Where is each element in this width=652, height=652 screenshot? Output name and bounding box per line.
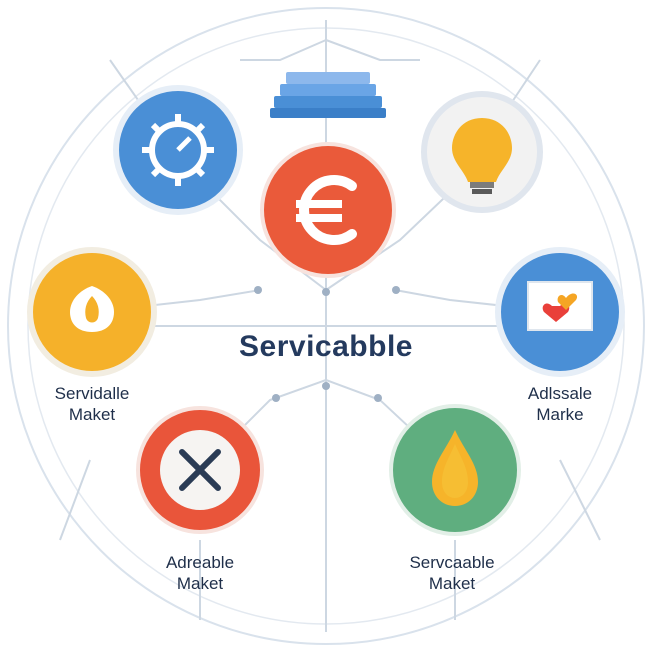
node-card[interactable] <box>495 247 625 377</box>
label-card: Adlssale Marke <box>528 383 592 425</box>
heart-card-icon <box>527 281 593 331</box>
node-bulb[interactable] <box>421 91 543 213</box>
outer-ring <box>7 7 645 645</box>
label-oil: Servcaable Maket <box>409 552 494 594</box>
label-line: Maket <box>68 405 116 424</box>
label-line: Adlssale <box>527 384 593 403</box>
euro-icon <box>296 175 357 245</box>
node-droplet[interactable] <box>27 247 157 377</box>
droplet-icon <box>70 286 114 332</box>
node-oil[interactable] <box>389 404 521 536</box>
label-droplet: Servidalle Maket <box>55 383 130 425</box>
stacked-layers-icon <box>270 72 386 118</box>
label-line: Adreable <box>165 553 235 572</box>
node-gauge[interactable] <box>113 85 243 215</box>
connector-dots <box>254 286 400 402</box>
label-line: Maket <box>428 574 476 593</box>
label-cross: Adreable Maket <box>166 552 234 594</box>
node-cross[interactable] <box>136 406 264 534</box>
label-line: Servcaable <box>409 553 495 572</box>
gauge-icon <box>142 114 214 186</box>
lightbulb-icon <box>452 118 512 194</box>
node-euro[interactable] <box>260 142 396 278</box>
label-line: Servidalle <box>54 384 130 403</box>
center-title: Servicabble <box>239 330 413 363</box>
label-line: Maket <box>176 574 224 593</box>
oil-drop-icon <box>432 430 478 506</box>
x-icon <box>179 449 221 491</box>
label-line: Marke <box>536 405 584 424</box>
